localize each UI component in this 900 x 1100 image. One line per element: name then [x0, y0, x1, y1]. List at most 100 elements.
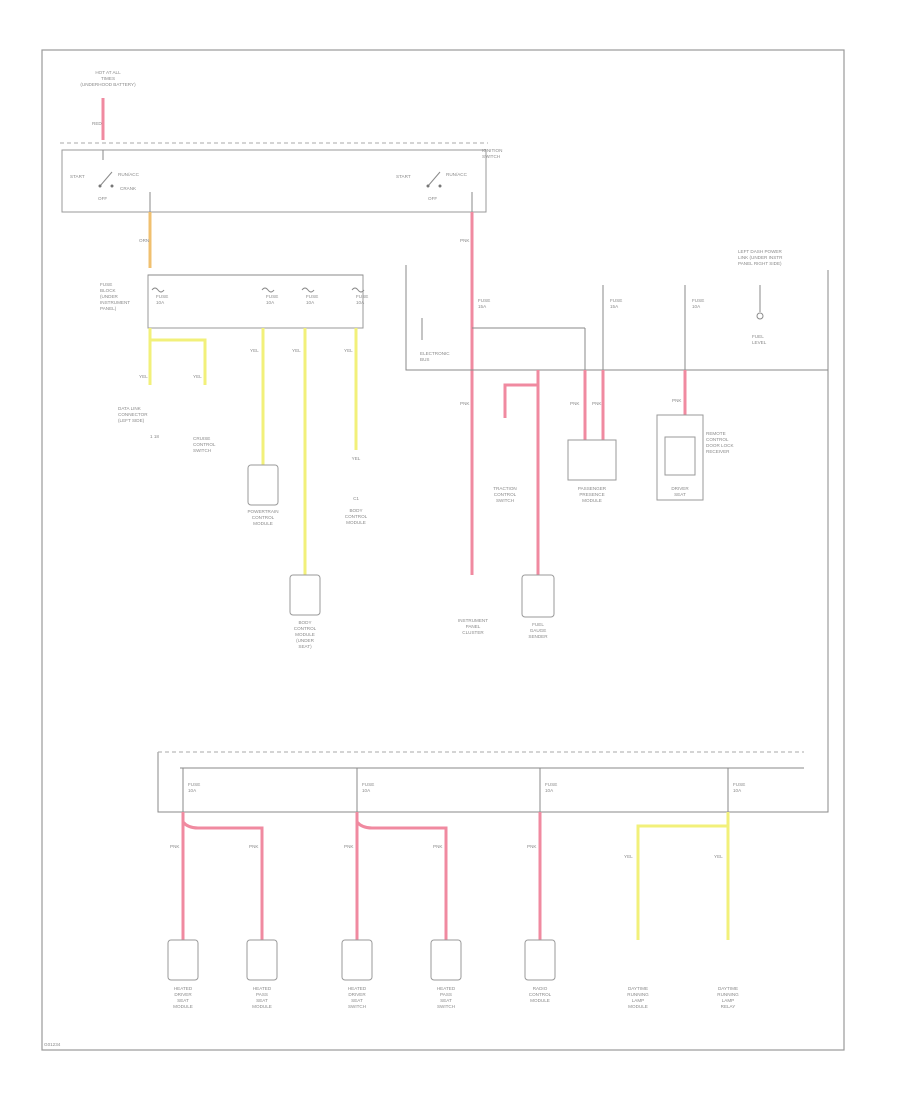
- svg-text:(UNDER: (UNDER: [100, 294, 119, 299]
- svg-text:PANEL RIGHT SIDE): PANEL RIGHT SIDE): [738, 261, 782, 266]
- svg-text:BUS: BUS: [420, 357, 429, 362]
- svg-text:REMOTE: REMOTE: [706, 431, 726, 436]
- svg-text:PNK: PNK: [672, 398, 682, 403]
- svg-text:(UNDERHOOD BATTERY): (UNDERHOOD BATTERY): [80, 82, 136, 87]
- svg-text:FUSE: FUSE: [306, 294, 318, 299]
- svg-text:10A: 10A: [545, 788, 554, 793]
- component-cluster-label: INSTRUMENT PANEL CLUSTER FUEL GAUGE SEND…: [458, 618, 548, 639]
- svg-text:PNK: PNK: [570, 401, 580, 406]
- svg-text:FUSE: FUSE: [188, 782, 200, 787]
- component-pcm-box: [247, 464, 279, 506]
- svg-text:DATA LINK: DATA LINK: [118, 406, 142, 411]
- right-fuse-2: FUSE 15A: [602, 285, 622, 370]
- svg-text:RADIO: RADIO: [533, 986, 548, 991]
- svg-text:PASS: PASS: [440, 992, 452, 997]
- svg-text:FUSE: FUSE: [100, 282, 112, 287]
- right-fuse-1: FUSE 15A: [478, 298, 490, 309]
- svg-text:MODULE: MODULE: [173, 1004, 193, 1009]
- wire-pnk-traction: [503, 383, 538, 418]
- svg-text:CONNECTOR: CONNECTOR: [118, 412, 148, 417]
- svg-text:START: START: [70, 174, 85, 179]
- bottom-component-1: HEATED DRIVER SEAT MODULE: [167, 939, 199, 1009]
- svg-text:HEATED: HEATED: [253, 986, 272, 991]
- svg-text:LEVEL: LEVEL: [752, 340, 767, 345]
- svg-text:PASS: PASS: [256, 992, 268, 997]
- svg-text:PRESENCE: PRESENCE: [579, 492, 604, 497]
- component-rcdlr-label: REMOTE CONTROL DOOR LOCK RECEIVER DRIVER…: [671, 431, 734, 497]
- svg-text:RELAY: RELAY: [721, 1004, 736, 1009]
- right-fuse-3: FUSE 10A: [684, 285, 704, 370]
- left-fuse-2: FUSE 10A: [261, 287, 278, 305]
- svg-text:FUSE: FUSE: [478, 298, 490, 303]
- svg-text:10A: 10A: [362, 788, 371, 793]
- bottom-fuse-4: FUSE 10A: [727, 768, 745, 812]
- svg-text:LEFT DASH POWER: LEFT DASH POWER: [738, 249, 783, 254]
- wire-label-1: YEL: [139, 374, 148, 379]
- svg-text:PNK: PNK: [460, 401, 470, 406]
- svg-text:OFF: OFF: [98, 196, 107, 201]
- svg-text:DOOR LOCK: DOOR LOCK: [706, 443, 735, 448]
- svg-text:HEATED: HEATED: [437, 986, 456, 991]
- left-feed-wire-label: ORN: [139, 238, 149, 243]
- svg-text:OFF: OFF: [428, 196, 437, 201]
- bottom-component-3: HEATED DRIVER SEAT SWITCH: [341, 939, 373, 1009]
- right-fuse-block: [405, 265, 829, 371]
- svg-text:15A: 15A: [610, 304, 619, 309]
- bottom-component-6: DAYTIME RUNNING LAMP MODULE: [627, 986, 649, 1009]
- bottom-fuse-3: FUSE 10A: [539, 768, 557, 812]
- svg-text:(UNDER: (UNDER: [296, 638, 315, 643]
- svg-text:RUN/ACC: RUN/ACC: [446, 172, 468, 177]
- svg-text:HEATED: HEATED: [348, 986, 367, 991]
- component-cluster-box: [521, 574, 555, 618]
- svg-text:START: START: [396, 174, 411, 179]
- wire-label-4: YEL: [344, 348, 353, 353]
- svg-text:MODULE: MODULE: [582, 498, 602, 503]
- svg-text:MODULE: MODULE: [252, 1004, 272, 1009]
- svg-text:BODY: BODY: [298, 620, 311, 625]
- svg-text:ELECTRONIC: ELECTRONIC: [420, 351, 450, 356]
- wire-bottom-2b: [355, 820, 448, 940]
- svg-text:SEAT: SEAT: [440, 998, 452, 1003]
- svg-text:CONTROL: CONTROL: [529, 992, 552, 997]
- svg-text:10A: 10A: [188, 788, 197, 793]
- wire-bottom-1b: [181, 820, 264, 940]
- component-cruise-switch: CRUISE CONTROL SWITCH: [193, 436, 216, 453]
- wire-label-2: YEL: [250, 348, 259, 353]
- svg-text:DRIVER: DRIVER: [174, 992, 192, 997]
- svg-text:SEAT: SEAT: [256, 998, 268, 1003]
- svg-text:FUEL: FUEL: [532, 622, 544, 627]
- svg-text:PNK: PNK: [433, 844, 443, 849]
- left-fuse-block: [147, 274, 364, 329]
- component-bcm-box: [289, 574, 321, 616]
- svg-text:FUSE: FUSE: [156, 294, 168, 299]
- svg-text:CRANK: CRANK: [120, 186, 137, 191]
- svg-text:PASSENGER: PASSENGER: [578, 486, 607, 491]
- svg-text:SENDER: SENDER: [528, 634, 548, 639]
- svg-text:PNK: PNK: [592, 401, 602, 406]
- svg-text:CONTROL: CONTROL: [294, 626, 317, 631]
- svg-text:FUSE: FUSE: [733, 782, 745, 787]
- svg-text:10A: 10A: [692, 304, 701, 309]
- svg-text:CONTROL: CONTROL: [706, 437, 729, 442]
- svg-text:SEAT: SEAT: [674, 492, 686, 497]
- svg-text:FUSE: FUSE: [356, 294, 368, 299]
- source-wire-label: RED: [92, 121, 102, 126]
- ignition-switch-label: IGNITION SWITCH: [482, 148, 502, 159]
- left-fuse-1: FUSE 10A: [151, 287, 168, 305]
- svg-text:10A: 10A: [733, 788, 742, 793]
- right-feed-wire-label: PNK: [460, 238, 470, 243]
- svg-text:GAUGE: GAUGE: [530, 628, 547, 633]
- wire-label-1b: YEL: [193, 374, 202, 379]
- component-ppm-label: PASSENGER PRESENCE MODULE: [578, 486, 607, 503]
- svg-text:YEL: YEL: [714, 854, 723, 859]
- svg-text:FUSE: FUSE: [266, 294, 278, 299]
- svg-text:MODULE: MODULE: [253, 521, 273, 526]
- svg-text:MODULE: MODULE: [346, 520, 366, 525]
- source-label: HOT AT ALL TIMES (UNDERHOOD BATTERY): [80, 70, 136, 87]
- svg-text:FUSE: FUSE: [610, 298, 622, 303]
- diagram-border: [41, 49, 845, 1051]
- svg-text:CONTROL: CONTROL: [252, 515, 275, 520]
- svg-text:SWITCH: SWITCH: [437, 1004, 455, 1009]
- svg-text:10A: 10A: [156, 300, 165, 305]
